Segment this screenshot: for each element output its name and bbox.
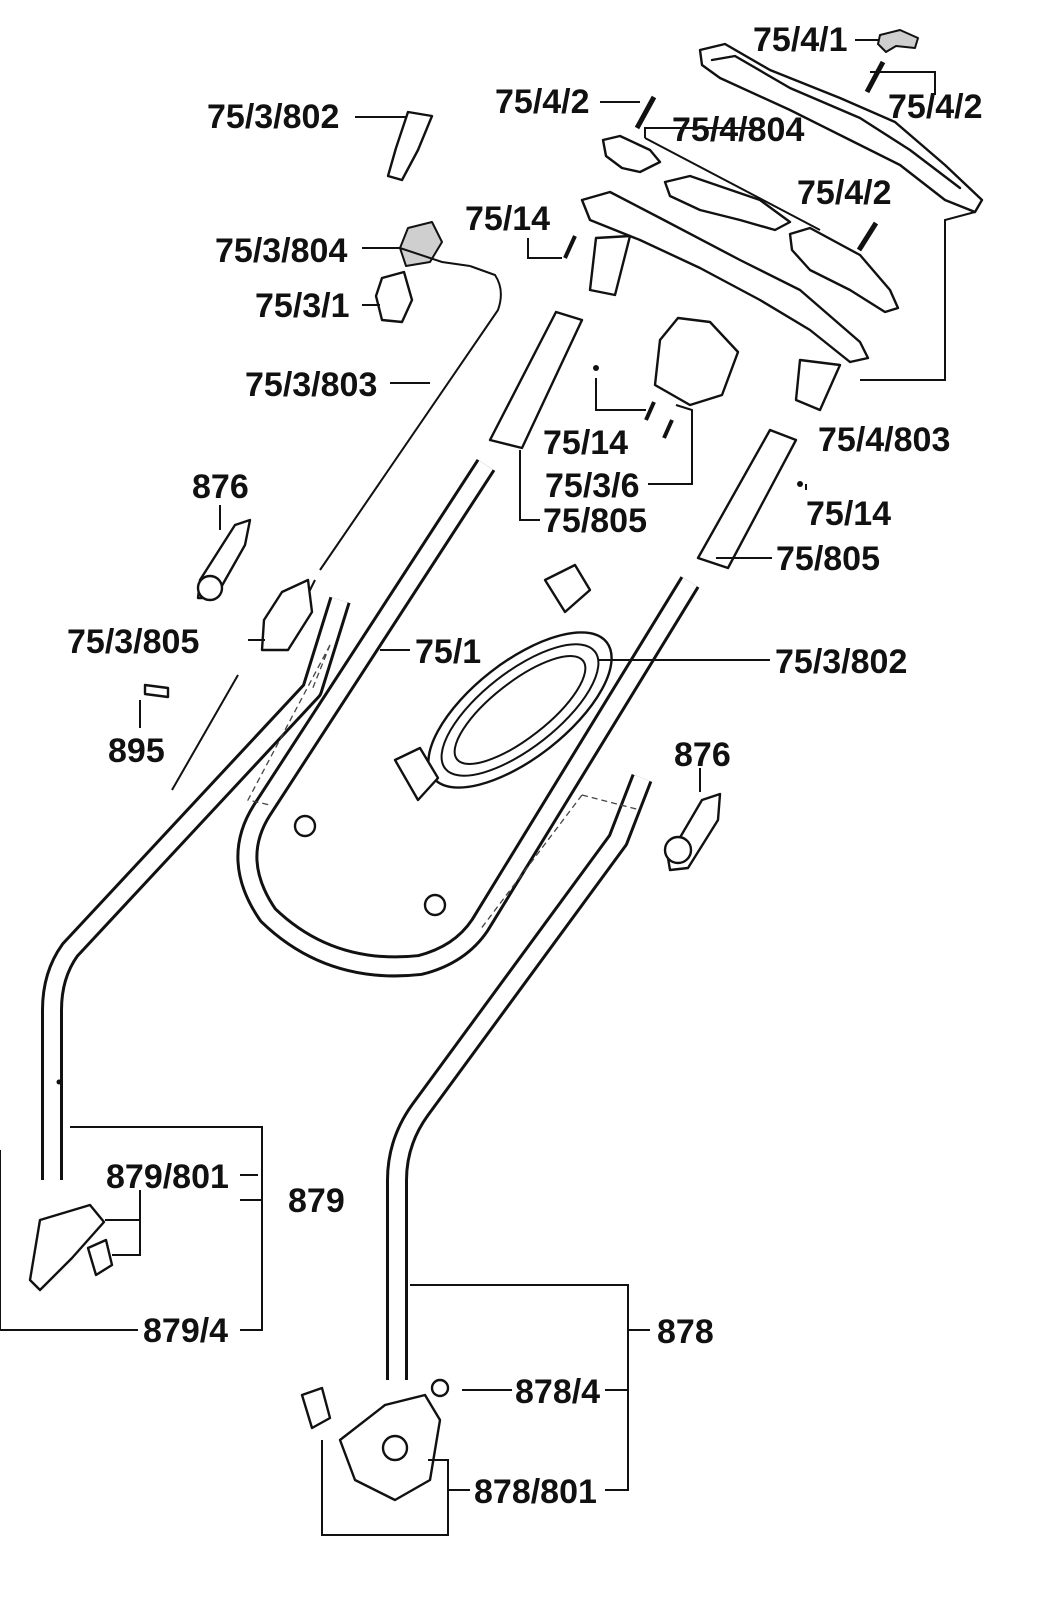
- label-75-4-2-b: 75/4/2: [888, 88, 983, 126]
- label-879: 879: [288, 1182, 345, 1220]
- label-75-3-1: 75/3/1: [255, 287, 350, 325]
- wire-pin-part: [143, 674, 239, 791]
- tube-connector-upper-left: [488, 310, 584, 450]
- clamping-knob-left: [196, 518, 252, 602]
- label-75-4-1: 75/4/1: [753, 21, 848, 59]
- clamping-knob-right: [663, 792, 722, 872]
- label-75-3-805: 75/3/805: [67, 623, 199, 661]
- label-878: 878: [657, 1313, 714, 1351]
- label-876-b: 876: [674, 736, 731, 774]
- label-75-14-b: 75/14: [543, 424, 628, 462]
- switch-part-small: [601, 134, 662, 174]
- label-75-4-804: 75/4/804: [672, 111, 804, 149]
- label-75-805-b: 75/805: [776, 540, 880, 578]
- lower-bracket-right: [300, 1378, 450, 1502]
- label-75-3-804: 75/3/804: [215, 232, 347, 270]
- handle-top-cover-part: [698, 42, 984, 214]
- upper-u-handle-tube: [236, 459, 700, 978]
- label-75-14-c: 75/14: [806, 495, 891, 533]
- label-75-3-803: 75/3/803: [245, 366, 377, 404]
- label-75-14-a: 75/14: [465, 200, 550, 238]
- label-75-3-6: 75/3/6: [545, 467, 640, 505]
- screws-upper: [563, 235, 803, 487]
- label-878-801: 878/801: [474, 1473, 597, 1511]
- label-895: 895: [108, 732, 165, 770]
- nut-parts: [293, 814, 447, 917]
- tube-connector-upper-right: [696, 428, 798, 570]
- handle-lower-cover-part: [580, 190, 870, 412]
- cable-guide-housing-part: [653, 316, 740, 407]
- spring-pins: [634, 60, 886, 252]
- power-cable-coil: [393, 563, 613, 802]
- dashed-assembly-line-right: [479, 794, 641, 931]
- label-75-4-803: 75/4/803: [818, 421, 950, 459]
- lower-left-handle-tube: [41, 596, 351, 1180]
- cable-clamp-part: [260, 578, 314, 652]
- switch-box-base-part: [374, 270, 414, 324]
- label-75-3-802-top: 75/3/802: [207, 98, 339, 136]
- label-75-4-2-c: 75/4/2: [797, 174, 892, 212]
- label-75-4-2-a: 75/4/2: [495, 83, 590, 121]
- switch-lever-part: [877, 29, 919, 53]
- switch-lever-mid-part: [663, 174, 792, 232]
- label-879-801: 879/801: [106, 1158, 229, 1196]
- dashed-assembly-line-left: [247, 644, 331, 806]
- label-876-a: 876: [192, 468, 249, 506]
- leader-lines: [0, 39, 976, 1536]
- switch-housing-part: [788, 226, 900, 314]
- label-75-1: 75/1: [415, 633, 481, 671]
- lower-bracket-left: [28, 1203, 114, 1292]
- label-75-3-802-mid: 75/3/802: [775, 643, 907, 681]
- connector-plug-part: [386, 110, 434, 182]
- label-879-4: 879/4: [143, 1312, 228, 1350]
- label-878-4: 878/4: [515, 1373, 600, 1411]
- lower-right-handle-tube: [386, 774, 653, 1380]
- label-75-805-a: 75/805: [543, 502, 647, 540]
